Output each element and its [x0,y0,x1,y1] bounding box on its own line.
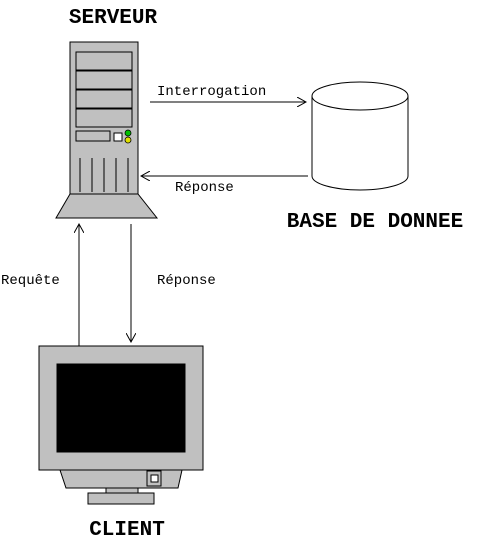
server-title: SERVEUR [69,7,158,30]
client-response-label: Réponse [157,273,216,289]
database-title: BASE DE DONNEE [287,211,463,234]
client-title: CLIENT [89,519,165,542]
request-label: Requête [1,273,60,289]
database-icon [311,81,409,191]
server-tower-icon [55,41,159,219]
client-monitor-icon [38,345,204,505]
db-response-label: Réponse [175,180,234,196]
query-label: Interrogation [157,84,266,100]
